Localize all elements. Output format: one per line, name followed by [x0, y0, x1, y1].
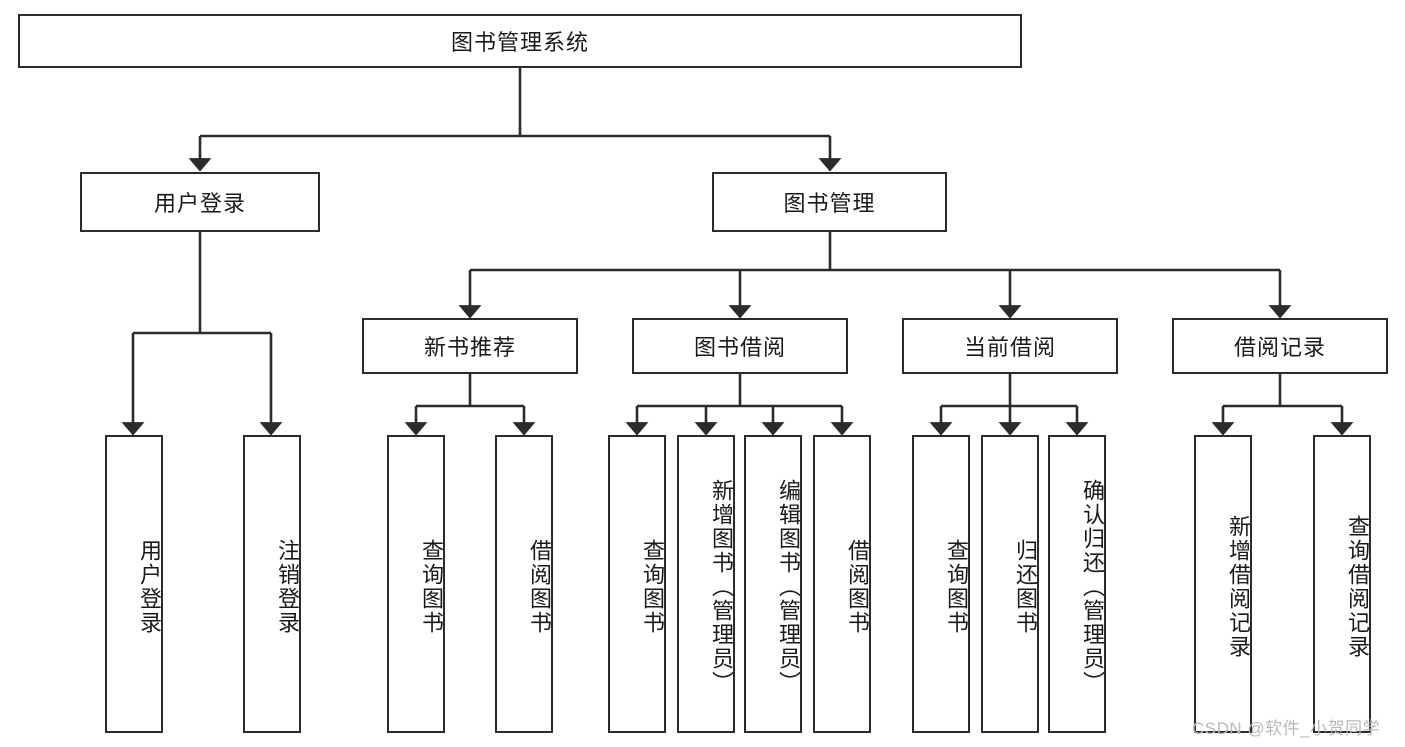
node-label: 图书管理系统 [450, 30, 589, 55]
leaf-bookborrow-edit-book[interactable]: 编辑图书（管理员） [744, 435, 802, 733]
leaf-bookborrow-query-book[interactable]: 查询图书 [608, 435, 666, 733]
node-root-book-management-system[interactable]: 图书管理系统 [18, 14, 1022, 68]
leaf-currentborrow-query-book[interactable]: 查询图书 [912, 435, 970, 733]
leaf-user-login-signout[interactable]: 注销登录 [243, 435, 301, 733]
node-label: 注销登录 [275, 539, 300, 635]
leaf-newbook-borrow-book[interactable]: 借阅图书 [495, 435, 553, 733]
leaf-bookborrow-add-book[interactable]: 新增图书（管理员） [677, 435, 735, 733]
leaf-borrowrecord-query-record[interactable]: 查询借阅记录 [1313, 435, 1371, 733]
node-label: 用户登录 [137, 539, 162, 635]
node-user-login[interactable]: 用户登录 [80, 172, 320, 232]
node-label: 借阅图书 [845, 539, 870, 635]
node-label: 查询图书 [640, 539, 665, 635]
leaf-currentborrow-confirm-return[interactable]: 确认归还（管理员） [1048, 435, 1106, 733]
node-label: 借阅图书 [527, 539, 552, 635]
csdn-watermark: CSDN @软件_小贺同学 [1192, 719, 1381, 738]
node-book-borrow[interactable]: 图书借阅 [632, 318, 848, 374]
node-label: 确认归还（管理员） [1080, 479, 1105, 695]
leaf-currentborrow-return-book[interactable]: 归还图书 [981, 435, 1039, 733]
node-label: 图书借阅 [693, 335, 786, 360]
node-label: 新增借阅记录 [1226, 515, 1251, 659]
node-label: 查询借阅记录 [1345, 515, 1370, 659]
node-label: 借阅记录 [1233, 335, 1326, 360]
node-label: 图书管理 [783, 191, 876, 216]
leaf-borrowrecord-add-record[interactable]: 新增借阅记录 [1194, 435, 1252, 733]
node-label: 归还图书 [1013, 539, 1038, 635]
node-borrow-record[interactable]: 借阅记录 [1172, 318, 1388, 374]
node-label: 当前借阅 [963, 335, 1056, 360]
node-book-management[interactable]: 图书管理 [712, 172, 947, 232]
node-label: 新增图书（管理员） [709, 479, 734, 695]
node-label: 新书推荐 [423, 335, 516, 360]
node-new-book-recommend[interactable]: 新书推荐 [362, 318, 578, 374]
leaf-user-login-signin[interactable]: 用户登录 [105, 435, 163, 733]
leaf-bookborrow-borrow-book[interactable]: 借阅图书 [813, 435, 871, 733]
node-current-borrow[interactable]: 当前借阅 [902, 318, 1118, 374]
node-label: 编辑图书（管理员） [776, 479, 801, 695]
node-label: 用户登录 [153, 191, 246, 216]
node-label: 查询图书 [944, 539, 969, 635]
leaf-newbook-query-book[interactable]: 查询图书 [387, 435, 445, 733]
node-label: 查询图书 [419, 539, 444, 635]
